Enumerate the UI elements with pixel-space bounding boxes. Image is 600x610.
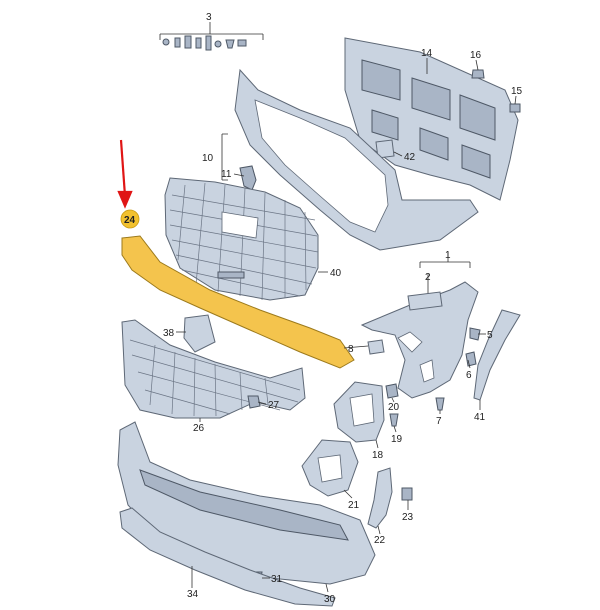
part-lower-grille-26: [121, 319, 306, 419]
callout-21: 21: [348, 500, 360, 511]
part-clip-20: [385, 383, 399, 399]
part-side-strip-41: [473, 309, 521, 401]
part-clip-6: [465, 351, 477, 367]
callout-30: 30: [324, 594, 336, 605]
callout-1: 1: [445, 250, 451, 261]
part-trim-strip-24: [121, 235, 355, 369]
callout-7: 7: [436, 416, 442, 427]
callout-2: 2: [425, 272, 431, 283]
callout-20: 20: [388, 402, 400, 413]
callout-15: 15: [511, 86, 523, 97]
part-cover-2: [407, 274, 443, 311]
callout-24-badge: [120, 209, 140, 229]
part-bolt-15: [509, 103, 521, 113]
callout-5: 5: [487, 330, 493, 341]
callout-10: 10: [202, 153, 214, 164]
part-screw-19: [389, 413, 399, 427]
callout-3: 3: [206, 12, 212, 23]
callout-34: 34: [187, 589, 199, 600]
part-side-bumper-1: [360, 252, 479, 399]
indicator-arrow: [117, 139, 133, 209]
callout-41: 41: [474, 412, 486, 423]
part-bracket-38: [183, 314, 216, 353]
callout-40: 40: [330, 268, 342, 279]
callout-16: 16: [470, 50, 482, 61]
part-strip-22: [367, 467, 393, 529]
part-screw-7: [435, 397, 445, 411]
callout-26: 26: [193, 423, 205, 434]
part-bolt-27: [247, 395, 261, 409]
part-cap-8: [367, 339, 385, 355]
part-bolt-16: [471, 69, 485, 79]
part-frame-18: [333, 381, 385, 443]
callout-18: 18: [372, 450, 384, 461]
callout-11: 11: [221, 169, 232, 180]
callout-24: 24: [124, 215, 136, 226]
callout-14: 14: [421, 48, 433, 59]
callout-38: 38: [163, 328, 175, 339]
leader-lines: [176, 58, 517, 593]
callout-31: 31: [271, 574, 283, 585]
part-fasteners-3: [159, 22, 264, 51]
callout-42: 42: [404, 152, 416, 163]
callout-19: 19: [391, 434, 403, 445]
part-bracket-21: [301, 439, 359, 497]
callout-22: 22: [374, 535, 386, 546]
callout-23: 23: [402, 512, 414, 523]
part-clip-11: [239, 165, 257, 191]
callouts: 3 14 16 15 10 42 11 40 24 1 2 38 8 5 6 2…: [120, 12, 523, 605]
callout-6: 6: [466, 370, 472, 381]
part-grille-insert-40: [164, 177, 319, 301]
callout-8: 8: [348, 344, 354, 355]
part-lip-spoiler-34: [119, 507, 336, 607]
callout-27: 27: [268, 400, 280, 411]
part-clip-23: [401, 487, 413, 501]
part-grille-frame-10: [221, 68, 479, 251]
part-clip-5: [469, 327, 481, 341]
part-cap-42: [375, 139, 395, 159]
